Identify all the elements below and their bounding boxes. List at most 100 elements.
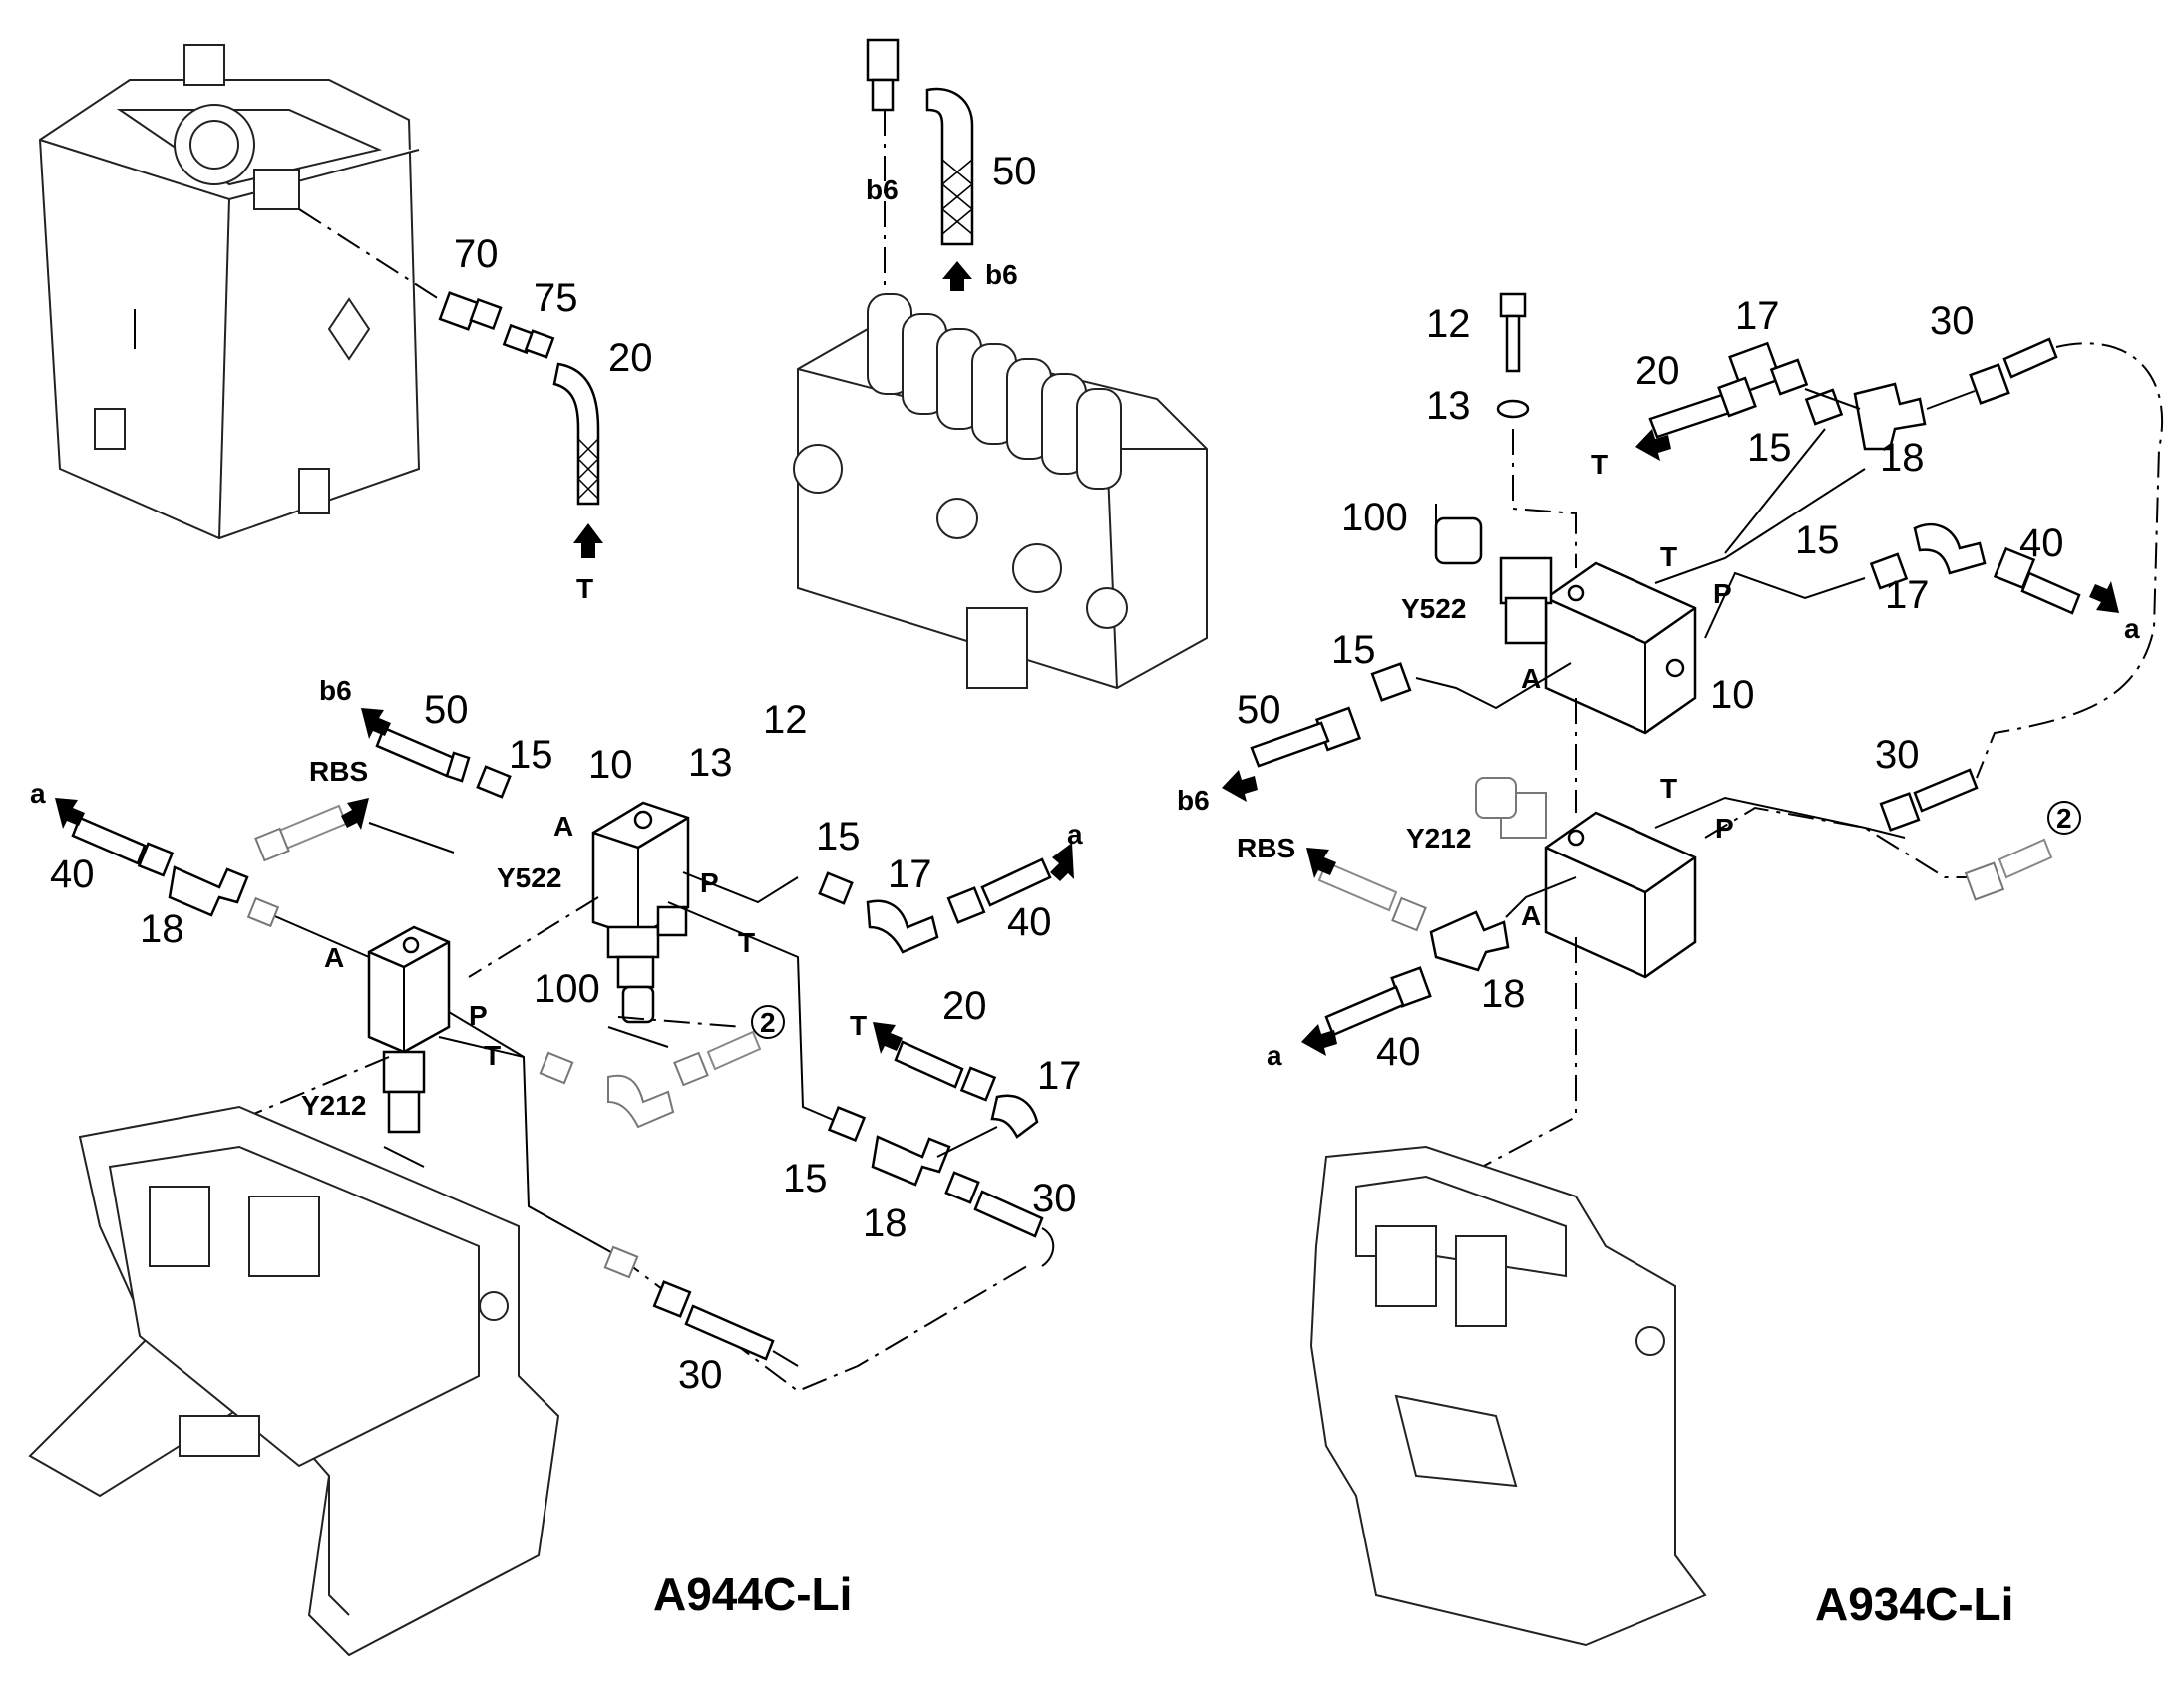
callout-30-left-a: 30 <box>1032 1177 1077 1220</box>
port-A-left-y212: A <box>324 942 344 973</box>
model-title-left: A944C-Li <box>653 1568 852 1620</box>
port-b6-top-left: b6 <box>866 174 899 205</box>
left-arrow-icon <box>1635 429 1671 461</box>
valve-block-10-right <box>1499 556 1697 735</box>
callout-15-right-b: 15 <box>1795 518 1840 562</box>
callout-17-left-a: 17 <box>888 853 932 896</box>
port-rbs-right: RBS <box>1237 833 1295 863</box>
callout-50-top: 50 <box>992 150 1037 193</box>
circled-2-fittings-right: 2 <box>1964 801 2081 901</box>
callout-18-right-a: 18 <box>1880 436 1925 480</box>
callout-17-right-b: 17 <box>1885 573 1930 617</box>
right-mounting-frame <box>1309 1145 1707 1647</box>
port-T-right-top: T <box>1660 541 1677 572</box>
port-b6-right: b6 <box>1177 785 1210 816</box>
left-callout-labels: b6 50 15 10 13 12 RBS a 40 18 A Y522 P 1… <box>30 675 1083 1397</box>
callout-10-left: 10 <box>588 743 633 787</box>
up-arrow-icon <box>942 261 972 291</box>
left-arrow-icon <box>1222 770 1258 802</box>
callout-100-left: 100 <box>534 967 600 1011</box>
callout-50-right: 50 <box>1237 688 1281 732</box>
callout-13-left: 13 <box>688 741 733 785</box>
port-T-right-y212: T <box>1660 773 1677 804</box>
p-line-fittings-right <box>1704 522 2119 639</box>
callout-40-right-a: 40 <box>2019 521 2064 565</box>
left-arrow-icon <box>1050 843 1074 881</box>
port-P-right-top: P <box>1713 578 1732 609</box>
left-arrow-icon <box>2089 581 2119 613</box>
hose-30-loop-right <box>1879 342 2164 832</box>
port-P-left-y212: P <box>469 1000 488 1031</box>
hose-40-a-left <box>55 798 280 928</box>
hose-20-tank-hatch <box>577 438 599 500</box>
label-y522-left: Y522 <box>497 862 561 893</box>
valve-block-y212-left <box>367 925 451 1168</box>
callout-12-left: 12 <box>763 698 808 742</box>
right-assembly: 2 <box>1222 292 2164 1647</box>
left-mounting-frame <box>28 1105 560 1657</box>
p-line-fittings-left <box>818 843 1074 954</box>
port-rbs-left: RBS <box>309 756 368 787</box>
valve-block-y212-right <box>1475 777 1697 979</box>
callout-40-left-a: 40 <box>50 853 95 896</box>
hose-50-b6-top: 50 b6 b6 <box>866 38 1037 291</box>
solenoid-100-right <box>1434 504 1483 565</box>
right-callout-labels: 12 13 20 17 30 T 15 18 100 T 15 40 17 Y5… <box>1177 294 2140 1074</box>
p-line-a-fittings-left: 2 <box>539 1005 785 1129</box>
callout-10-right: 10 <box>1710 673 1755 717</box>
circled-2-left: 2 <box>760 1007 776 1038</box>
label-y212-left: Y212 <box>301 1090 366 1121</box>
port-T-right-hose20: T <box>1591 449 1608 480</box>
port-P-left-top: P <box>700 867 719 898</box>
callout-20-tank: 20 <box>608 336 653 380</box>
label-y522-right: Y522 <box>1401 593 1466 624</box>
port-a-right-bottom: a <box>1267 1040 1282 1071</box>
callout-15-left-a: 15 <box>509 733 553 777</box>
callout-20-left: 20 <box>942 984 987 1028</box>
callout-100-right: 100 <box>1341 496 1408 539</box>
port-T-tank: T <box>576 573 593 604</box>
callout-15-left-b: 15 <box>816 815 861 858</box>
port-a-left-p: a <box>1067 819 1083 850</box>
left-arrow-icon <box>873 1022 903 1054</box>
left-arrow-icon <box>1306 848 1336 878</box>
valve-block-10-left <box>591 801 690 989</box>
port-b6-top-right: b6 <box>985 259 1018 290</box>
port-A-left-top: A <box>553 811 573 842</box>
rbs-a-fittings-right <box>1301 848 1577 1056</box>
callout-30-left-b: 30 <box>678 1353 723 1397</box>
hose-rbs-left <box>254 798 369 862</box>
callout-15-left-c: 15 <box>783 1157 828 1200</box>
callout-18-left-b: 18 <box>863 1201 908 1245</box>
solenoid-100-left <box>607 985 669 1048</box>
hose-30-lower-left <box>603 1245 799 1367</box>
port-A-right-top: A <box>1521 663 1541 694</box>
callout-12-right: 12 <box>1426 302 1471 346</box>
hose-50-b6-left <box>361 708 512 799</box>
callout-70: 70 <box>454 232 499 276</box>
circled-2-marker-left <box>751 1005 785 1039</box>
port-T-left-y212: T <box>484 1040 501 1071</box>
port-a-right-p: a <box>2124 613 2140 644</box>
hose-50-b6-right <box>1222 662 1572 802</box>
left-arrow-icon <box>361 708 391 739</box>
model-title-right: A934C-Li <box>1815 1578 2013 1630</box>
port-A-right-y212: A <box>1521 900 1541 931</box>
right-arrow-icon <box>341 798 369 830</box>
callout-40-left-b: 40 <box>1007 900 1052 944</box>
left-assembly: 2 <box>28 708 1074 1657</box>
callout-30-right-a: 30 <box>1930 299 1975 343</box>
port-a-left-top: a <box>30 778 46 809</box>
valve-spools <box>867 293 1122 490</box>
callout-75: 75 <box>534 276 578 320</box>
circled-2-marker-right <box>2047 801 2081 835</box>
callout-20-right: 20 <box>1635 349 1680 393</box>
port-b6-left: b6 <box>319 675 352 706</box>
callout-40-right-b: 40 <box>1376 1030 1421 1074</box>
up-arrow-icon <box>573 523 603 558</box>
callout-18-left-a: 18 <box>140 907 184 951</box>
callout-17-right-a: 17 <box>1735 294 1780 338</box>
tank-connection-group: 70 75 20 T <box>298 208 653 604</box>
label-y212-right: Y212 <box>1406 823 1471 854</box>
